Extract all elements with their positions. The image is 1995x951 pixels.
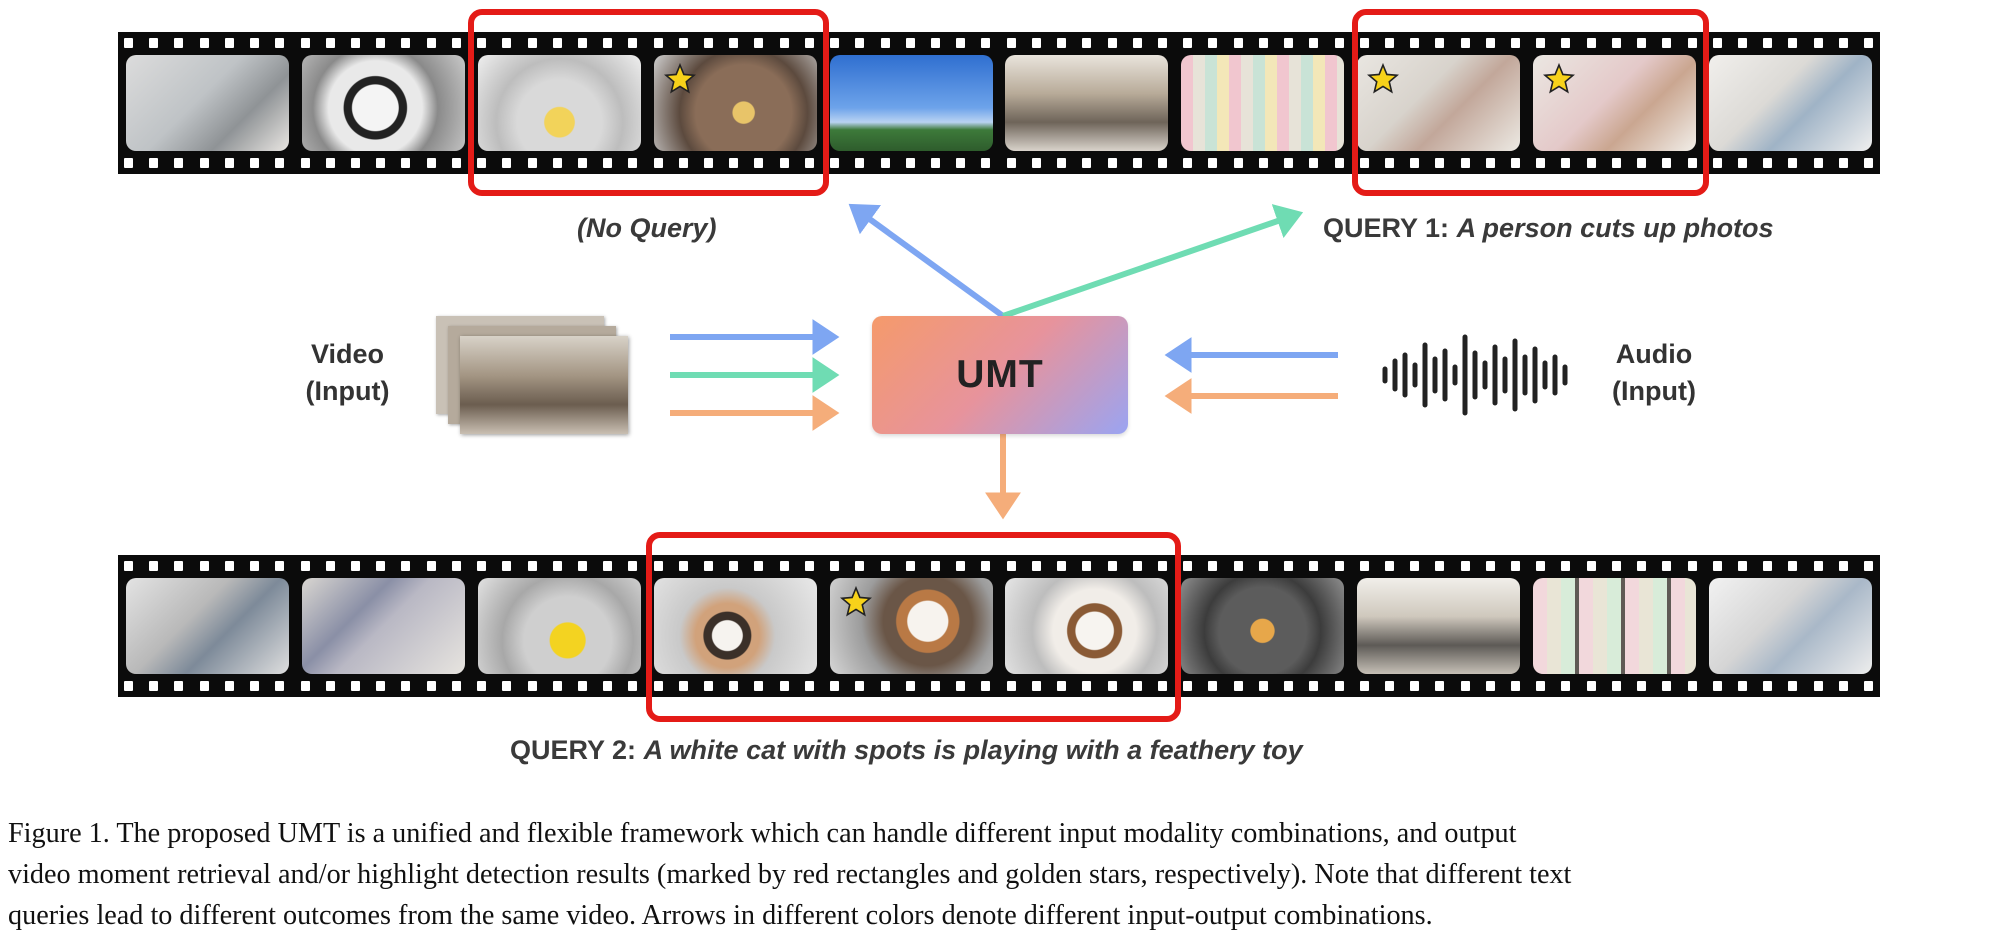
frame-sky <box>829 55 993 151</box>
star-icon <box>1367 63 1400 94</box>
star-icon <box>839 586 872 617</box>
caption-line: Figure 1. The proposed UMT is a unified … <box>8 818 1517 849</box>
frame-egg-bowl <box>477 55 641 151</box>
audio-input-label: Audio (Input) <box>1612 339 1696 406</box>
frame-cat-toy-3 <box>1005 578 1169 674</box>
moment-box-no-query <box>468 9 829 196</box>
frame-cut-photos-1 <box>1357 55 1521 151</box>
frame-pan-pancakes <box>1181 578 1345 674</box>
film-perforations <box>118 37 1880 49</box>
audio-waveform-icon <box>1382 334 1568 416</box>
frame-whisk-eggs <box>477 578 641 674</box>
bottom-film-strip <box>118 555 1880 697</box>
frame-tablet-desk <box>126 578 289 674</box>
frame-macarons <box>1181 55 1345 151</box>
frame-laptop-desk <box>126 55 289 151</box>
frame-cat-toy-2 <box>829 578 993 674</box>
video-frames-stack-icon <box>436 316 631 438</box>
star-icon <box>663 63 696 94</box>
top-film-strip <box>118 32 1880 174</box>
query-2-label: QUERY 2: A white cat with spots is playi… <box>510 735 1303 765</box>
umt-model-box: UMT <box>872 316 1128 434</box>
frame-cat-toy-1 <box>653 578 817 674</box>
frame-pancakes-pan <box>653 55 817 151</box>
film-perforations <box>118 680 1880 692</box>
frame-tablet-notes <box>1708 55 1872 151</box>
frame-notebook-tablet <box>1708 578 1872 674</box>
frame-cut-photos-2 <box>1533 55 1696 151</box>
caption-line: video moment retrieval and/or highlight … <box>8 859 1572 890</box>
query-1-label: QUERY 1: A person cuts up photos <box>1323 213 1774 243</box>
frame-store-interior <box>1005 55 1169 151</box>
figure-caption: Figure 1. The proposed UMT is a unified … <box>8 813 1988 936</box>
arrow-green-to-query-1 <box>1002 204 1304 319</box>
video-input-label: Video (Input) <box>305 339 390 406</box>
moment-box-query-2 <box>646 532 1181 722</box>
film-perforations <box>118 157 1880 169</box>
caption-line: queries lead to different outcomes from … <box>8 900 1433 931</box>
no-query-label: (No Query) <box>577 213 717 243</box>
frame-cat <box>301 55 465 151</box>
film-perforations <box>118 560 1880 572</box>
arrow-blue-to-no-query <box>848 203 1005 319</box>
frame-kitchen-showroom <box>1357 578 1521 674</box>
frame-cakes-display <box>1533 578 1696 674</box>
moment-box-query-1 <box>1352 9 1709 196</box>
star-icon <box>1543 63 1575 94</box>
frame-paper-photos <box>301 578 465 674</box>
